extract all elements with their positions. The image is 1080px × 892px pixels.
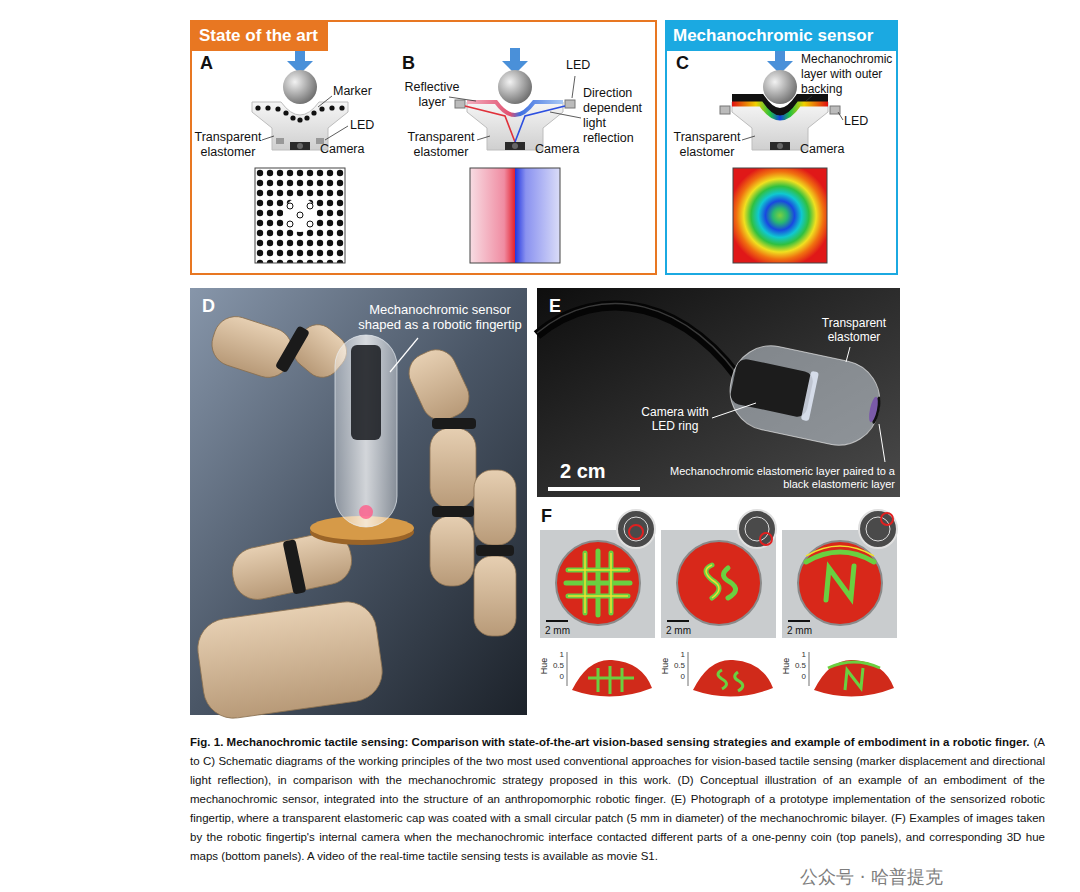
axis-tick: 0.5: [544, 661, 564, 670]
photo-callout: Mechanochromic elastomeric layer paired …: [650, 465, 895, 491]
axis-tick: 0: [786, 672, 806, 681]
part-label: Mechanochromic layer with outer backing: [801, 52, 896, 97]
part-label: Direction dependent light reflection: [583, 86, 653, 146]
axis-tick: 1: [786, 650, 806, 659]
group-heading: Mechanochromic sensor: [667, 22, 896, 51]
part-label: Marker: [333, 84, 372, 99]
caption-text: (A to C) Schematic diagrams of the worki…: [190, 736, 1045, 862]
part-label: LED: [844, 114, 868, 129]
panel-letter: A: [200, 53, 213, 74]
part-label: Reflective layer: [401, 80, 463, 110]
part-label: Camera: [320, 142, 364, 157]
axis-title: Hue: [539, 654, 549, 678]
panel-letter: D: [202, 296, 215, 317]
part-label: Transparent elastomer: [193, 130, 263, 160]
part-label: LED: [566, 58, 590, 73]
scale-bar-label: 2 cm: [560, 460, 606, 483]
scale-bar-label: 2 mm: [545, 625, 570, 637]
part-label: Camera: [800, 142, 844, 157]
photo-callout: Camera with LED ring: [630, 405, 720, 433]
photo-panel: E Transparent elastomerCamera with LED ri…: [537, 288, 900, 497]
panel-letter: C: [676, 53, 689, 74]
scale-bar-label: 2 mm: [787, 625, 812, 637]
photo-panel: D Mechanochromic sensor shaped as a robot…: [190, 288, 527, 715]
figure-caption: Fig. 1. Mechanochromic tactile sensing: …: [190, 733, 1045, 866]
scale-bar-label: 2 mm: [666, 625, 691, 637]
part-label: Transparent elastomer: [672, 130, 742, 160]
part-label: Camera: [535, 142, 579, 157]
part-label: Transparent elastomer: [406, 130, 476, 160]
photo-panel: F 2 mm 2 mm 2 mm: [537, 505, 900, 715]
axis-tick: 0.5: [786, 661, 806, 670]
fingertip-prototype-photo: [537, 288, 900, 497]
watermark: 公众号 · 哈普提克: [800, 866, 943, 887]
axis-title: Hue: [660, 654, 670, 678]
axis-tick: 1: [665, 650, 685, 659]
axis-title: Hue: [781, 654, 791, 678]
schematic-reflection: [449, 48, 581, 263]
photo-callout: Mechanochromic sensor shaped as a roboti…: [356, 302, 524, 332]
part-label: LED: [350, 118, 374, 133]
panel-letter: B: [402, 53, 415, 74]
photo-callout: Transparent elastomer: [813, 316, 895, 344]
coin-contact-images: [537, 505, 900, 715]
panel-letter: E: [549, 296, 561, 317]
group-heading: State of the art: [192, 22, 328, 51]
figure-title: Fig. 1. Mechanochromic tactile sensing: …: [190, 736, 1030, 748]
robotic-hand-photo: [190, 288, 527, 722]
axis-tick: 1: [544, 650, 564, 659]
axis-tick: 0: [544, 672, 564, 681]
axis-tick: 0.5: [665, 661, 685, 670]
panel-letter: F: [541, 506, 552, 527]
axis-tick: 0: [665, 672, 685, 681]
